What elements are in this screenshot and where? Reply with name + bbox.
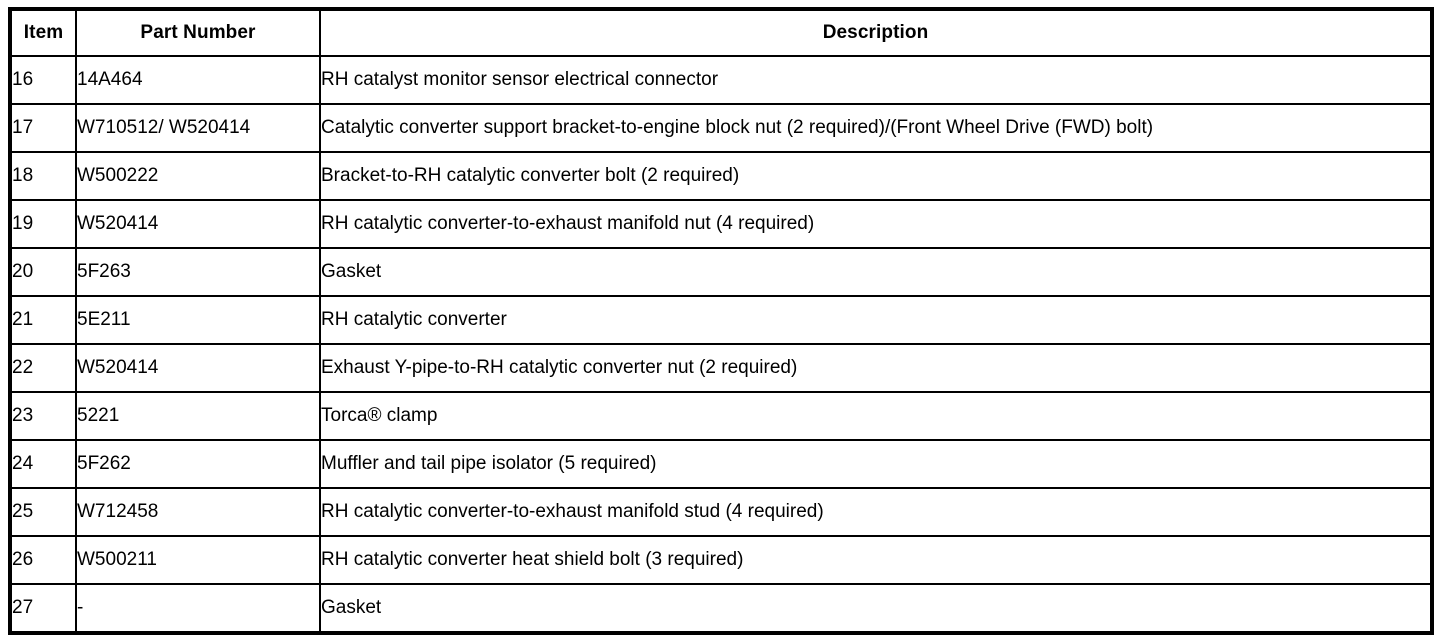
cell-part-number: 5221 [75,391,321,441]
cell-part-number: - [75,583,321,634]
cell-description: RH catalytic converter-to-exhaust manifo… [319,487,1433,537]
cell-part-number: W710512/ W520414 [75,103,321,153]
table-row: 25 W712458 RH catalytic converter-to-exh… [9,487,1433,537]
cell-part-number: W712458 [75,487,321,537]
table-row: 19 W520414 RH catalytic converter-to-exh… [9,199,1433,249]
cell-item: 24 [9,439,77,489]
cell-item: 20 [9,247,77,297]
cell-item: 16 [9,55,77,105]
cell-item: 22 [9,343,77,393]
column-header-item: Item [9,8,77,57]
cell-part-number: W500222 [75,151,321,201]
cell-item: 23 [9,391,77,441]
cell-description: Bracket-to-RH catalytic converter bolt (… [319,151,1433,201]
parts-table: Item Part Number Description 16 14A464 R… [8,7,1434,635]
cell-description: Exhaust Y-pipe-to-RH catalytic converter… [319,343,1433,393]
cell-part-number: 5F263 [75,247,321,297]
cell-item: 18 [9,151,77,201]
table-row: 21 5E211 RH catalytic converter [9,295,1433,345]
cell-description: RH catalytic converter [319,295,1433,345]
cell-description: RH catalyst monitor sensor electrical co… [319,55,1433,105]
table-body: 16 14A464 RH catalyst monitor sensor ele… [9,55,1433,634]
cell-part-number: 5F262 [75,439,321,489]
cell-part-number: W500211 [75,535,321,585]
table-row: 18 W500222 Bracket-to-RH catalytic conve… [9,151,1433,201]
cell-part-number: 5E211 [75,295,321,345]
cell-item: 27 [9,583,77,634]
table-row: 27 - Gasket [9,583,1433,634]
cell-item: 26 [9,535,77,585]
table-row: 24 5F262 Muffler and tail pipe isolator … [9,439,1433,489]
table-row: 17 W710512/ W520414 Catalytic converter … [9,103,1433,153]
table-row: 23 5221 Torca® clamp [9,391,1433,441]
cell-description: Muffler and tail pipe isolator (5 requir… [319,439,1433,489]
cell-description: RH catalytic converter heat shield bolt … [319,535,1433,585]
cell-description: Gasket [319,583,1433,634]
table-header: Item Part Number Description [9,8,1433,57]
cell-part-number: W520414 [75,343,321,393]
cell-description: RH catalytic converter-to-exhaust manifo… [319,199,1433,249]
cell-item: 21 [9,295,77,345]
table-row: 16 14A464 RH catalyst monitor sensor ele… [9,55,1433,105]
column-header-part-number: Part Number [75,8,321,57]
cell-item: 25 [9,487,77,537]
cell-item: 19 [9,199,77,249]
table-row: 22 W520414 Exhaust Y-pipe-to-RH catalyti… [9,343,1433,393]
cell-part-number: W520414 [75,199,321,249]
cell-description: Torca® clamp [319,391,1433,441]
cell-description: Catalytic converter support bracket-to-e… [319,103,1433,153]
column-header-description: Description [319,8,1433,57]
cell-part-number: 14A464 [75,55,321,105]
table-row: 20 5F263 Gasket [9,247,1433,297]
table-row: 26 W500211 RH catalytic converter heat s… [9,535,1433,585]
cell-item: 17 [9,103,77,153]
table-header-row: Item Part Number Description [9,8,1433,57]
cell-description: Gasket [319,247,1433,297]
